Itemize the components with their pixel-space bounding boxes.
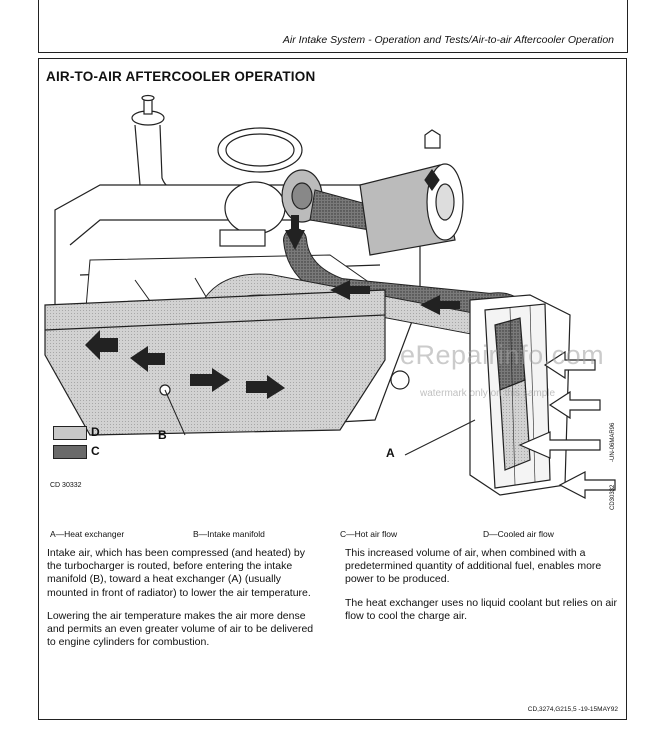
legend-label-d: D: [91, 425, 100, 439]
running-title: Air Intake System - Operation and Tests/…: [282, 34, 614, 46]
legend-swatch-d: [53, 426, 87, 440]
caption-b: B—Intake manifold: [193, 529, 265, 539]
body-left-para-1: Intake air, which has been compressed (a…: [47, 547, 311, 599]
callout-b: B: [158, 428, 167, 442]
caption-d: D—Cooled air flow: [483, 529, 554, 539]
figure-side-code-1: -UN-06MAR96: [610, 422, 616, 462]
aftercooler-illustration: [44, 94, 616, 499]
page-right-rule: [627, 0, 628, 52]
figure-side-code-2: CD30332: [610, 484, 616, 510]
air-cleaner: [359, 129, 464, 256]
exhaust-stack: [131, 94, 303, 216]
legend-swatch-c: [53, 445, 87, 459]
watermark-sub: watermark only on this sample: [420, 388, 556, 399]
figure-code: CD 30332: [50, 482, 82, 489]
legend-label-c: C: [91, 444, 100, 458]
caption-a: A—Heat exchanger: [50, 529, 125, 539]
caption-c: C—Hot air flow: [340, 529, 398, 539]
ambient-air-arrows: [518, 350, 616, 499]
content-frame: [38, 58, 627, 720]
footer-code: CD,3274,G215,5 -19-15MAY92: [527, 706, 618, 713]
page-left-rule: [38, 0, 39, 52]
running-header: Air Intake System - Operation and Tests/…: [38, 30, 628, 53]
manifold-flow-arrows: [85, 330, 285, 399]
leader-b: [164, 389, 186, 436]
pipe-flow-arrows: [285, 215, 460, 315]
body-left-column: Intake air, which has been compressed (a…: [47, 547, 317, 659]
body-right-para-2: The heat exchanger uses no liquid coolan…: [345, 596, 618, 622]
body-left-para-2: Lowering the air temperature makes the a…: [47, 609, 314, 649]
body-right-para-1: This increased volume of air, when combi…: [345, 547, 602, 586]
section-title: AIR-TO-AIR AFTERCOOLER OPERATION: [46, 69, 316, 84]
callout-a: A: [386, 446, 395, 460]
body-right-column: This increased volume of air, when combi…: [345, 547, 617, 633]
watermark: eRepairinfo.com: [400, 340, 605, 370]
intake-manifold: [44, 289, 386, 436]
leader-a: [404, 419, 476, 456]
